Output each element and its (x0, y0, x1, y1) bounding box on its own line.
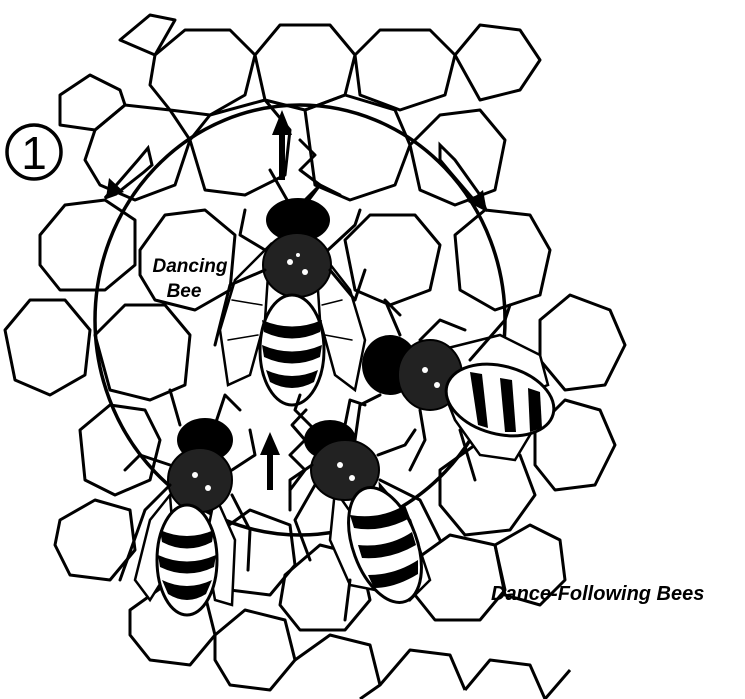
arrow-up-lower-icon (260, 432, 280, 490)
dancing-bee-label-line1: Dancing (153, 256, 228, 277)
dancing-bee (215, 170, 365, 405)
follower-bee-left (120, 390, 255, 615)
dancing-bee-label-line2: Bee (167, 281, 202, 302)
step-number: 1 (21, 127, 47, 179)
dance-following-bees-label: Dance-Following Bees (491, 583, 704, 605)
arrow-down-left-icon (105, 148, 152, 198)
dancing-bee-label: Dancing Bee (153, 256, 228, 302)
follower-bee-bottom (290, 395, 440, 620)
step-number-badge: 1 (7, 125, 61, 179)
